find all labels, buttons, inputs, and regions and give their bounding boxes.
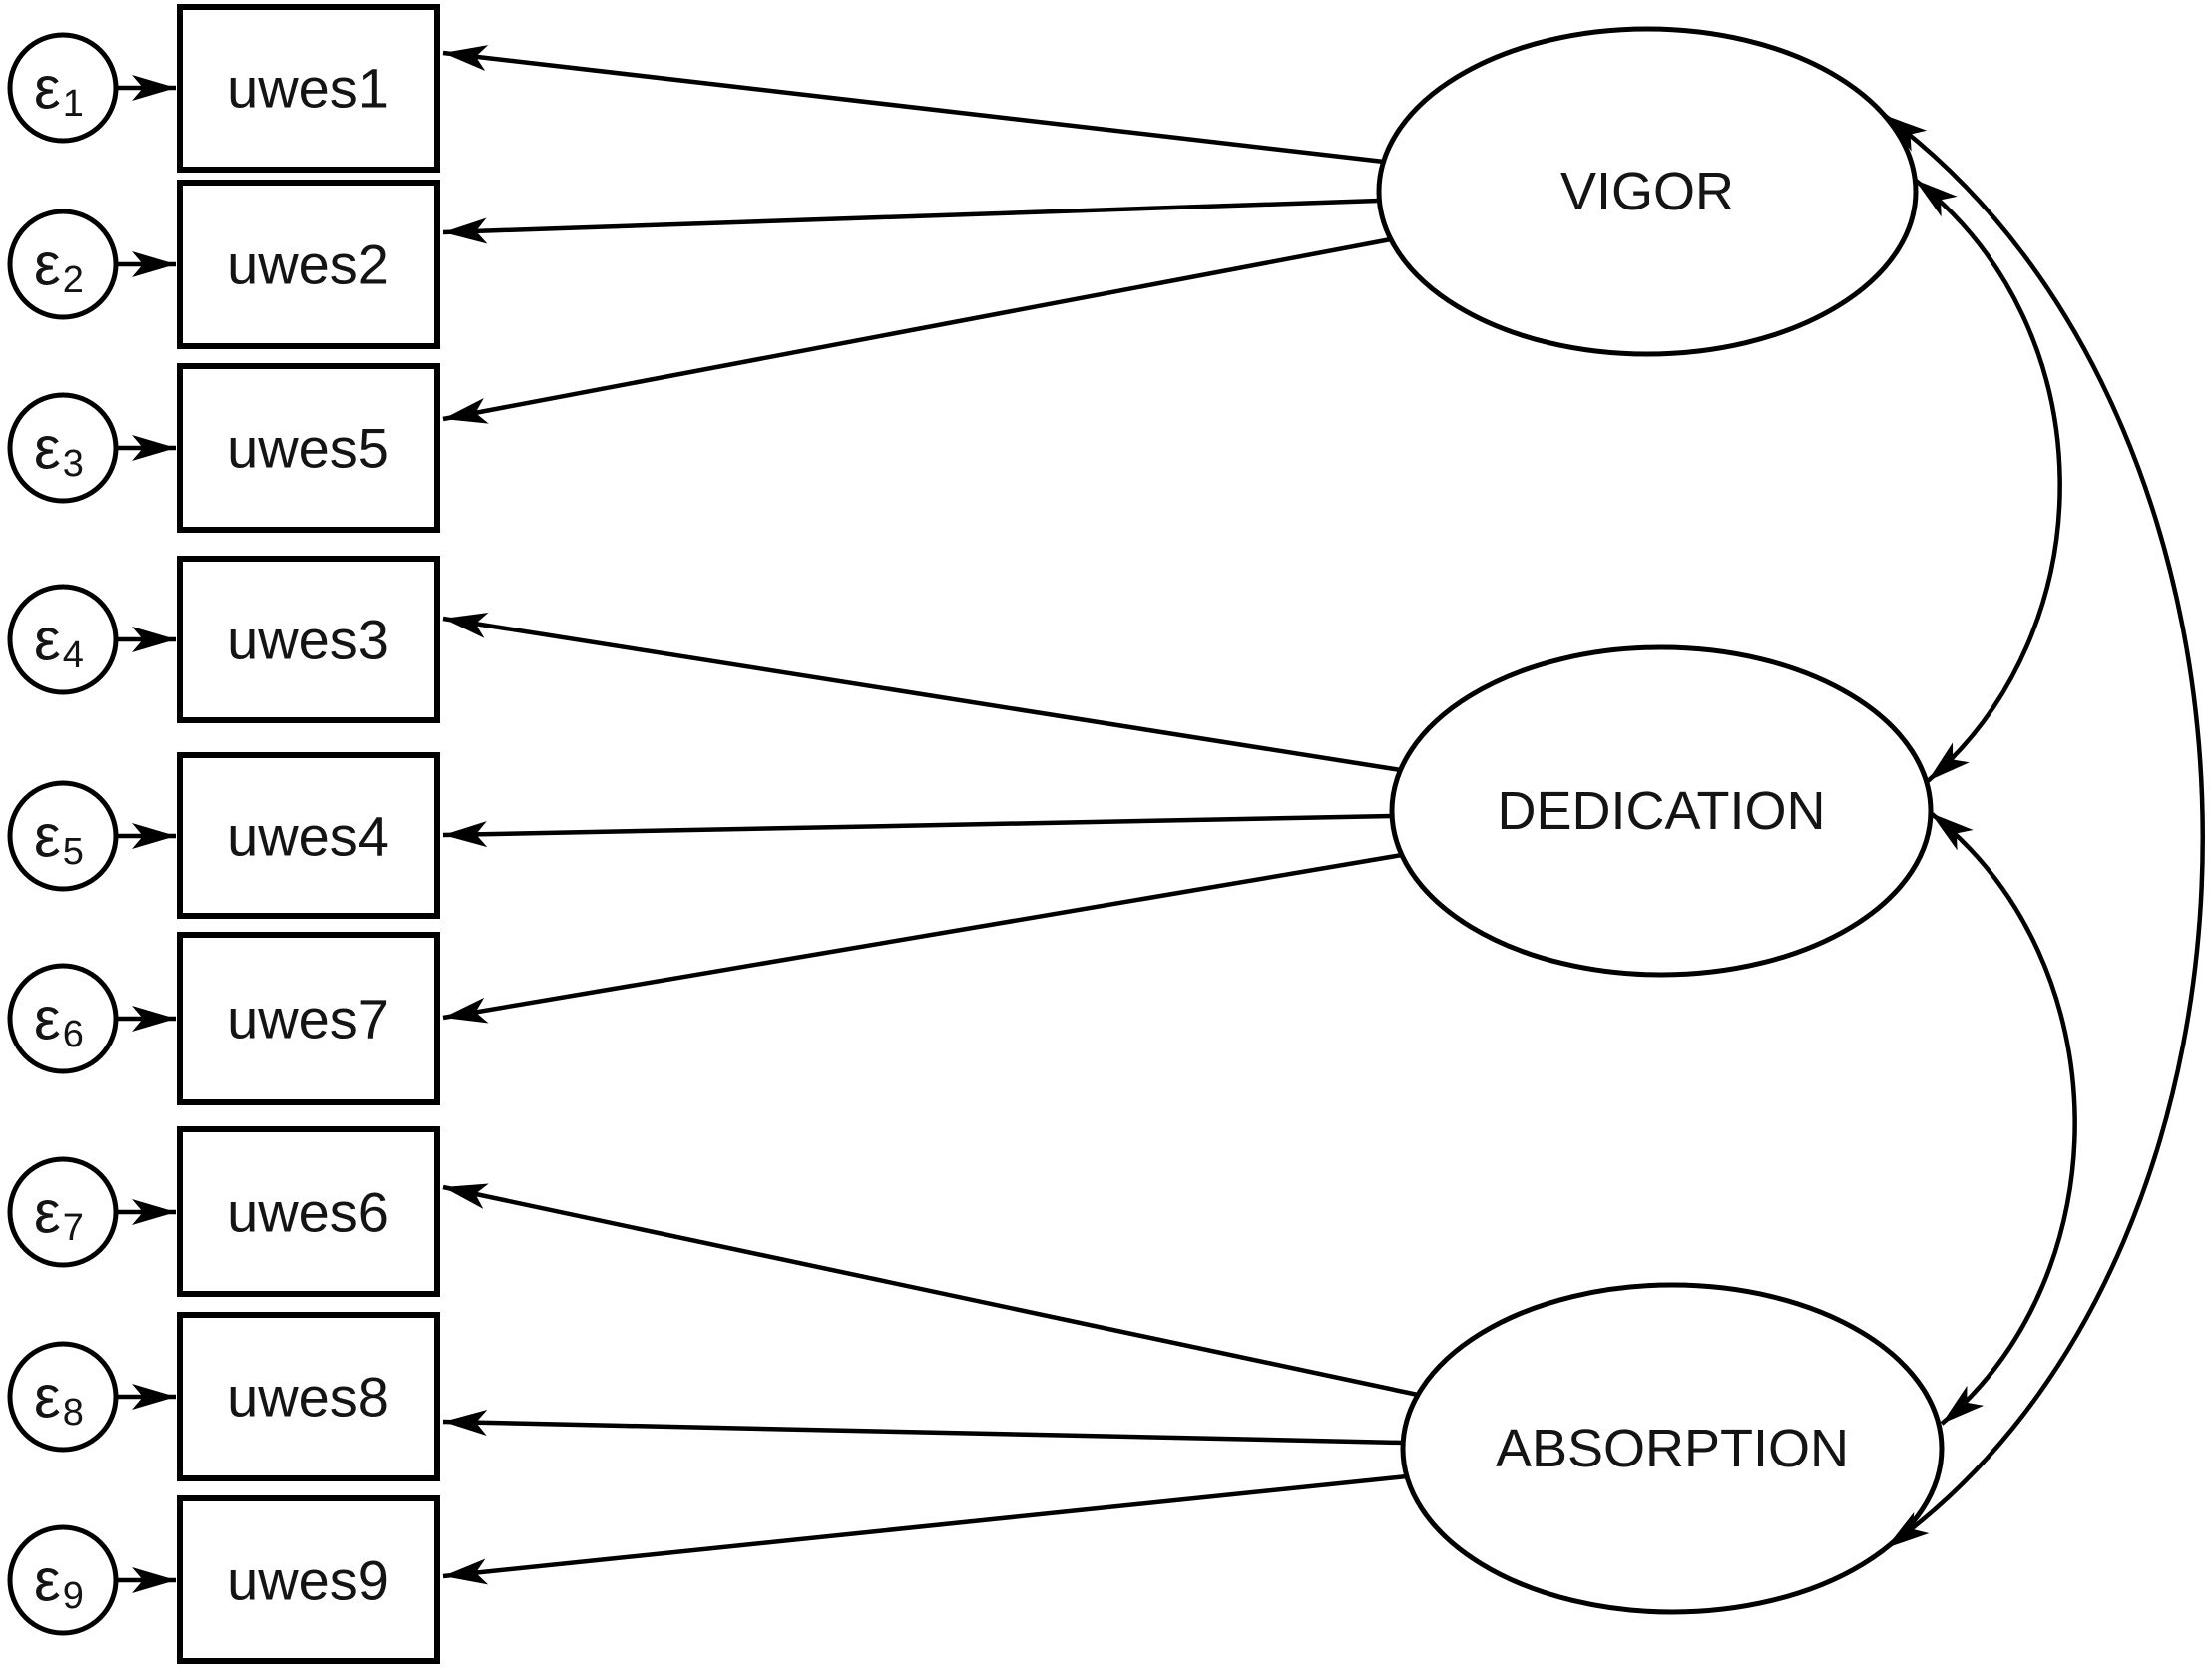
indicator-rect-uwes7 xyxy=(177,932,440,1105)
error-subscript-9: 9 xyxy=(63,1575,84,1617)
error-subscript-7: 7 xyxy=(63,1207,84,1249)
indicator-row-uwes1: ε1 uwes1 xyxy=(7,4,440,173)
loading-arrow-dedication-uwes4 xyxy=(442,813,1393,848)
indicator-label-uwes5: uwes5 xyxy=(227,417,389,480)
error-circle-7 xyxy=(7,1156,119,1268)
error-subscript-4: 4 xyxy=(63,634,84,676)
indicator-label-uwes2: uwes2 xyxy=(227,233,389,296)
covariance-arrow-vigor-dedication xyxy=(1913,178,2062,783)
loading-arrow-vigor-uwes5 xyxy=(442,236,1392,424)
loading-arrow-vigor-uwes1 xyxy=(442,45,1385,165)
error-circle-4 xyxy=(7,584,119,695)
error-circle-2 xyxy=(7,209,119,320)
indicator-rect-uwes1 xyxy=(177,4,440,173)
error-label-8: ε8 xyxy=(34,1364,84,1435)
error-subscript-8: 8 xyxy=(63,1392,84,1434)
latent-ellipse-absorption xyxy=(1400,1282,1945,1615)
loading-arrow-absorption-uwes8 xyxy=(442,1409,1404,1446)
indicator-label-uwes9: uwes9 xyxy=(227,1549,389,1612)
indicator-rect-uwes6 xyxy=(177,1126,440,1297)
error-circle-5 xyxy=(7,780,119,892)
indicator-row-uwes3: ε4 uwes3 xyxy=(7,556,440,723)
error-circle-9 xyxy=(7,1524,119,1636)
covariance-arrow-dedication-absorption xyxy=(1929,811,2077,1426)
loading-arrow-absorption-uwes6 xyxy=(442,1183,1419,1398)
indicator-label-uwes6: uwes6 xyxy=(227,1181,389,1244)
error-label-4: ε4 xyxy=(34,607,84,677)
loading-arrow-vigor-uwes2 xyxy=(442,198,1380,244)
error-label-1: ε1 xyxy=(34,55,84,126)
covariance-arrow-vigor-absorption xyxy=(1882,113,2205,1550)
latent-label-vigor: VIGOR xyxy=(1560,162,1734,221)
indicator-row-uwes8: ε8 uwes8 xyxy=(7,1312,440,1481)
latent-factor-vigor: VIGOR xyxy=(1376,26,1919,357)
indicator-label-uwes7: uwes7 xyxy=(227,988,389,1050)
error-subscript-2: 2 xyxy=(63,259,84,301)
indicator-label-uwes3: uwes3 xyxy=(227,609,389,671)
error-subscript-6: 6 xyxy=(63,1014,84,1055)
indicator-rect-uwes2 xyxy=(177,180,440,349)
error-circle-6 xyxy=(7,963,119,1074)
error-subscript-3: 3 xyxy=(63,443,84,485)
latent-ellipse-dedication xyxy=(1389,644,1934,978)
error-circle-1 xyxy=(7,32,119,144)
indicator-rect-uwes5 xyxy=(177,363,440,533)
indicator-rect-uwes3 xyxy=(177,556,440,723)
latent-label-dedication: DEDICATION xyxy=(1497,781,1825,841)
indicator-label-uwes1: uwes1 xyxy=(227,57,389,120)
latent-factor-dedication: DEDICATION xyxy=(1389,644,1934,978)
indicator-label-uwes4: uwes4 xyxy=(227,805,389,868)
error-circle-3 xyxy=(7,392,119,504)
latent-label-absorption: ABSORPTION xyxy=(1496,1419,1849,1478)
loading-arrow-absorption-uwes9 xyxy=(442,1473,1408,1585)
indicator-rect-uwes9 xyxy=(177,1495,440,1664)
error-subscript-1: 1 xyxy=(63,83,84,125)
error-circle-8 xyxy=(7,1341,119,1453)
loading-arrow-dedication-uwes3 xyxy=(442,613,1402,773)
indicator-rect-uwes4 xyxy=(177,752,440,919)
indicator-label-uwes8: uwes8 xyxy=(227,1366,389,1429)
loading-arrow-dedication-uwes7 xyxy=(442,852,1403,1024)
latent-factor-absorption: ABSORPTION xyxy=(1400,1282,1945,1615)
error-subscript-5: 5 xyxy=(63,831,84,873)
indicator-rect-uwes8 xyxy=(177,1312,440,1481)
